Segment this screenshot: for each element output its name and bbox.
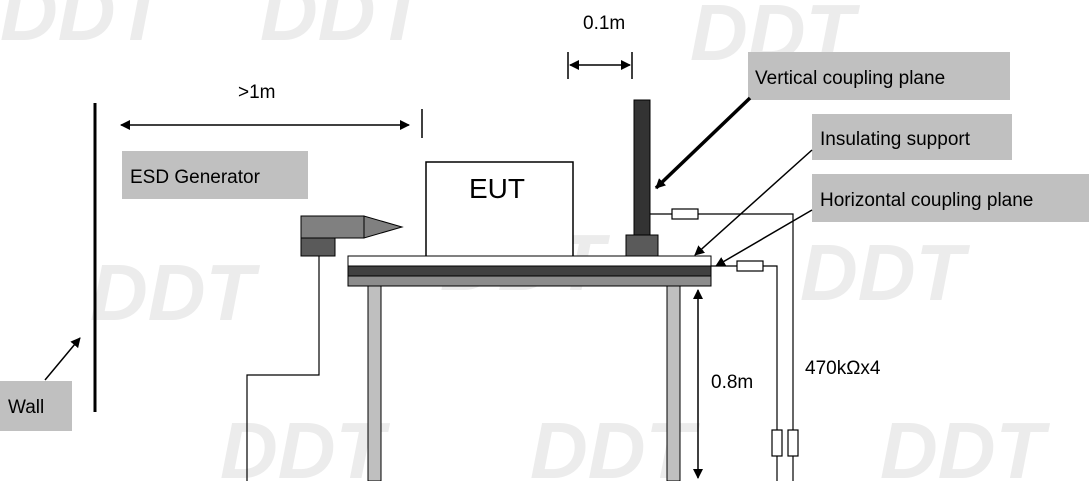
esd-generator-gun [300, 215, 404, 257]
insulating-support-pointer [694, 149, 813, 256]
esd-generator-label-box [122, 151, 308, 199]
watermark-logo: DDT [260, 0, 431, 57]
table-height-label: 0.8m [711, 372, 753, 393]
eut-box [425, 161, 574, 258]
esd-generator-label: ESD Generator [130, 167, 261, 188]
wall-pointer-arrow [44, 337, 81, 381]
esd-ground-cable [246, 256, 320, 481]
resistors-label: 470kΩx4 [805, 358, 881, 379]
horizontal-coupling-plane-label-box [812, 174, 1089, 222]
distance-wall-label: >1m [238, 82, 276, 103]
horizontal-coupling-plane-pointer [715, 209, 813, 267]
vertical-coupling-plane-label: Vertical coupling plane [755, 68, 945, 89]
resistor-cable-vcp [650, 208, 799, 481]
resistor-cable-hcp [711, 260, 783, 481]
watermark-logo: DDT [90, 248, 261, 337]
insulating-support-layer [347, 255, 712, 267]
vertical-coupling-plane-pointer [654, 96, 752, 190]
watermark-logo: DDT [0, 0, 171, 57]
vertical-coupling-plane-base [625, 234, 659, 257]
insulating-support-label: Insulating support [820, 129, 971, 150]
watermark-logo: DDT [800, 228, 971, 317]
eut-label: EUT [469, 173, 525, 204]
watermark-logo: DDT [220, 406, 391, 481]
wall-label-box [0, 381, 72, 431]
vertical-coupling-plane-label-box [748, 52, 1010, 100]
insulating-support-label-box [812, 114, 1012, 160]
vertical-coupling-plane [633, 99, 651, 237]
wall-label: Wall [8, 397, 44, 418]
watermark-logo: DDT [880, 406, 1051, 481]
table-leg-right [666, 285, 681, 481]
horizontal-coupling-plane-label: Horizontal coupling plane [820, 190, 1033, 211]
table-top [347, 255, 712, 287]
horizontal-coupling-plane-layer [347, 265, 712, 277]
table-board-layer [347, 275, 712, 287]
table-leg-left [367, 285, 382, 481]
distance-vcp-label: 0.1m [583, 13, 625, 34]
